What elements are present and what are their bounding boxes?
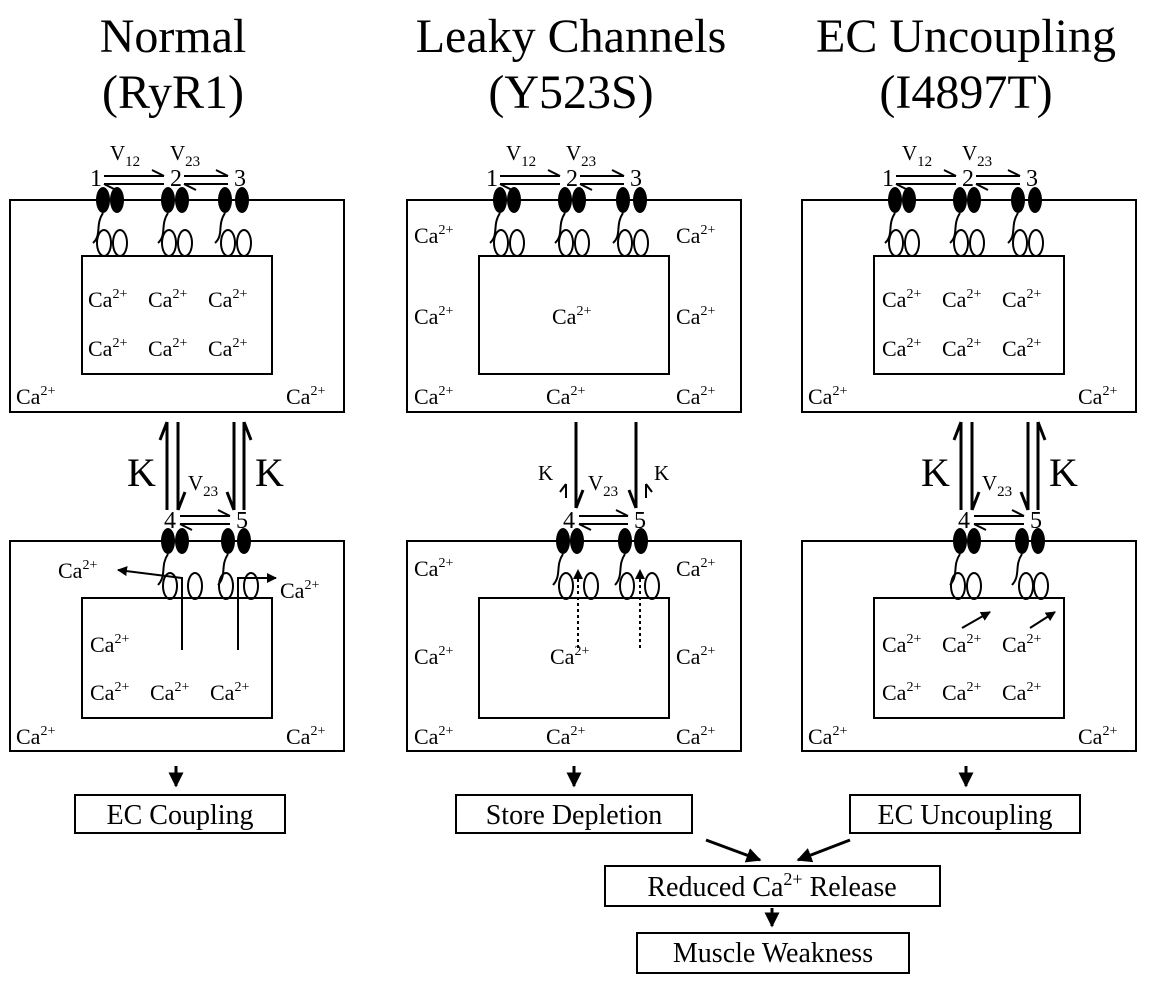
kinetic-scheme-top: V12 V23 1 2 3 — [90, 141, 246, 192]
column-leaky: V12 V23 1 2 3 K K V23 — [406, 141, 742, 834]
cell-box-uncoupling — [801, 199, 1137, 413]
convergence: Reduced Ca2+ Release Muscle Weakness — [604, 838, 941, 974]
svg-text:V23: V23 — [188, 471, 218, 500]
sr-box-lower-uncoupling — [873, 597, 1065, 719]
sr-box-uncoupling — [873, 255, 1065, 375]
muscle-weakness-label: Muscle Weakness — [673, 938, 873, 969]
svg-text:V12: V12 — [902, 141, 932, 170]
transition-arrows-leaky: K K V23 — [538, 422, 669, 509]
sr-box-lower — [81, 597, 273, 719]
ec-coupling-label: EC Coupling — [106, 800, 253, 831]
kinetic-scheme-top-leaky: V12 V23 1 2 3 — [486, 141, 642, 192]
svg-text:5: 5 — [1030, 508, 1042, 534]
svg-text:5: 5 — [236, 508, 248, 534]
sr-box — [81, 255, 273, 375]
svg-text:2: 2 — [170, 166, 182, 192]
svg-text:K: K — [538, 461, 553, 485]
title-leaky-line1: Leaky Channels — [416, 10, 727, 63]
transition-arrows: K K V23 — [127, 421, 284, 511]
column-normal: V12 V23 1 2 3 — [9, 141, 345, 834]
svg-text:V23: V23 — [962, 141, 992, 170]
svg-text:1: 1 — [90, 166, 102, 192]
title-normal-line1: Normal — [100, 10, 247, 63]
store-depletion-box — [455, 794, 693, 834]
svg-text:K: K — [921, 450, 950, 495]
ec-uncoupling-box — [849, 794, 1081, 834]
sr-box-leaky — [478, 255, 670, 375]
kinetic-scheme-top-uncoupling: V12 V23 1 2 3 — [882, 141, 1038, 192]
svg-text:K: K — [1049, 450, 1078, 495]
svg-text:5: 5 — [634, 508, 646, 534]
svg-text:4: 4 — [164, 508, 176, 534]
svg-text:4: 4 — [563, 508, 575, 534]
svg-text:3: 3 — [1026, 166, 1038, 192]
svg-text:1: 1 — [882, 166, 894, 192]
svg-text:V23: V23 — [566, 141, 596, 170]
svg-text:4: 4 — [958, 508, 970, 534]
reduced-release-label: Reduced Ca2+ Release — [647, 869, 896, 903]
svg-text:3: 3 — [234, 166, 246, 192]
svg-text:K: K — [654, 461, 669, 485]
svg-text:V12: V12 — [110, 141, 140, 170]
svg-text:V23: V23 — [170, 141, 200, 170]
svg-text:1: 1 — [486, 166, 498, 192]
title-normal: Normal (RyR1) — [100, 10, 247, 119]
title-uncoupling: EC Uncoupling (I4897T) — [816, 10, 1116, 119]
svg-text:V23: V23 — [588, 471, 618, 500]
muscle-weakness-box — [636, 932, 910, 974]
ryr1-channels — [96, 229, 252, 257]
title-uncoupling-line2: (I4897T) — [879, 66, 1052, 119]
transition-arrows-uncoupling: K K V23 — [921, 421, 1078, 511]
reduced-release-box — [604, 865, 941, 907]
svg-text:K: K — [127, 450, 156, 495]
dhpr-channels — [92, 187, 249, 244]
cell-box — [9, 199, 345, 413]
ec-uncoupling-label: EC Uncoupling — [878, 800, 1053, 831]
column-uncoupling: V12 V23 1 2 3 K K V23 — [801, 141, 1137, 834]
title-leaky-line2: (Y523S) — [488, 66, 653, 119]
svg-text:2: 2 — [566, 166, 578, 192]
svg-text:K: K — [255, 450, 284, 495]
svg-text:V23: V23 — [982, 471, 1012, 500]
svg-text:3: 3 — [630, 166, 642, 192]
sr-box-lower-leaky — [478, 597, 670, 719]
ec-coupling-box — [74, 794, 286, 834]
title-leaky: Leaky Channels (Y523S) — [416, 10, 727, 119]
title-uncoupling-line1: EC Uncoupling — [816, 10, 1116, 63]
title-normal-line2: (RyR1) — [102, 66, 244, 119]
svg-text:V12: V12 — [506, 141, 536, 170]
store-depletion-label: Store Depletion — [486, 800, 663, 831]
svg-text:2: 2 — [962, 166, 974, 192]
